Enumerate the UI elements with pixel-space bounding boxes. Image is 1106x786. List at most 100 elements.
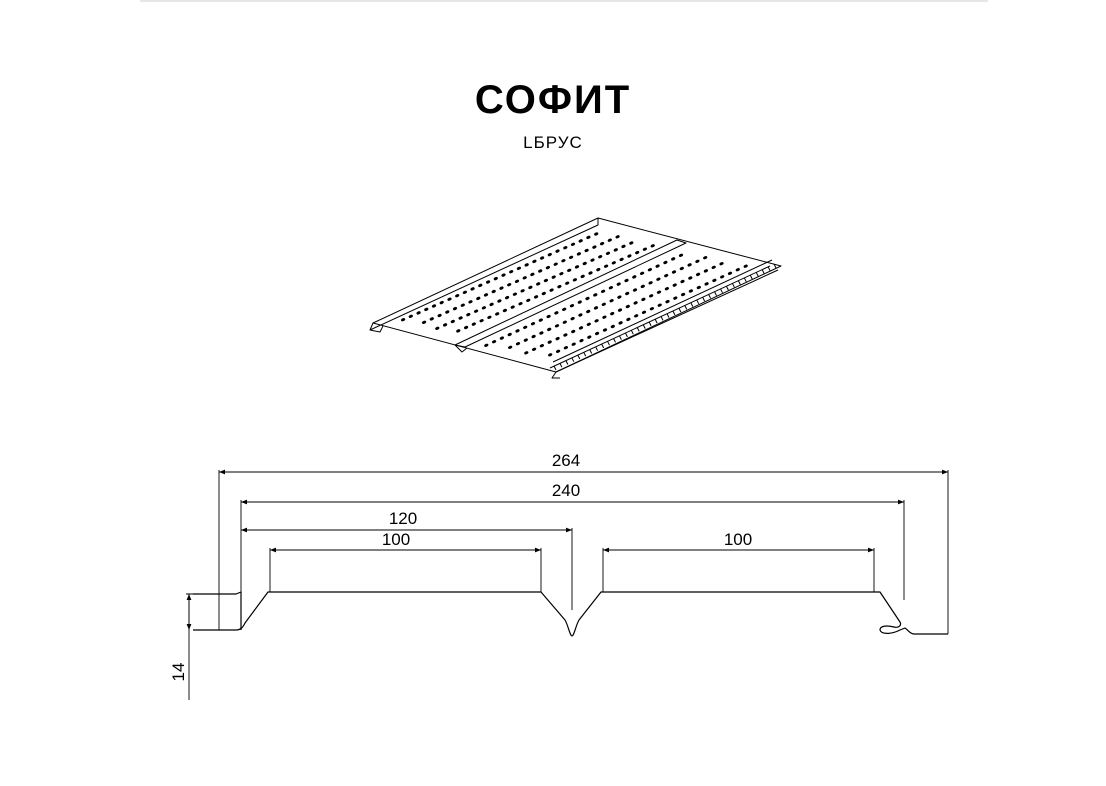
perforation-dot [617,308,623,312]
lock-strip-tick [731,283,735,288]
perforation-dot [532,259,537,264]
perforation-dot [478,283,483,288]
perforation-dot [538,318,543,322]
perforation-dot [516,266,521,270]
lock-strip-tick [702,296,706,302]
lock-strip-tick [642,324,646,329]
perforation-dot [468,300,473,304]
perforation-dot [610,311,615,316]
perforation-dot [647,268,652,272]
perforation-dot [617,295,622,299]
perforation-dot [443,323,448,327]
perforation-dot [567,268,572,272]
perforation-dot [439,300,444,305]
perforation-dot [416,311,421,315]
perforation-dot [507,283,512,287]
perforation-dot [540,256,545,260]
perforation-dot [437,313,442,318]
perforation-dot [641,310,647,314]
perforation-dot [574,265,580,269]
lock-strip-tick [601,343,605,349]
lock-strip-tick [577,354,581,360]
perforation-dot [487,315,492,319]
perforation-dot [577,300,582,304]
lock-strip-tick [589,349,593,354]
perforation-dot [696,272,701,277]
perforation-dot [563,346,568,350]
perforation-dot [486,280,491,284]
dim-label-100-right: 100 [724,530,752,549]
perforation-dot [596,267,601,272]
perforation-dot [547,327,552,332]
perforation-dot [547,340,552,344]
lock-strip-tick [672,310,676,316]
perforation-dot [613,248,618,252]
perforation-dot [711,265,716,269]
perforation-dot [656,290,662,294]
perforation-dot [569,304,575,308]
lock-strip-tick [684,305,688,310]
perforation-dot [563,333,568,337]
lock-strip-tick [654,318,658,324]
perforation-dot [619,257,624,262]
lock-strip-tick [583,351,587,357]
perforation-dot [534,295,539,299]
panel-outline [372,217,782,373]
perforation-dot [455,294,460,298]
lock-strip-tick [708,294,712,299]
perforation-dot [600,241,605,246]
profile-line [193,591,948,637]
perforation-dot [579,338,584,343]
perforation-dot [456,329,461,333]
perforation-dot [678,253,684,257]
perforation-dot [593,306,599,310]
top-rule [140,0,988,2]
perforation-dot [515,329,520,333]
perforation-dot [719,262,724,266]
lock-strip-tick [767,266,771,272]
perforation-dot [632,288,638,292]
perforation-dot [743,264,748,268]
perforation-dot [561,259,566,263]
perforation-dot [479,319,484,323]
panel-lock-ticks [553,263,777,371]
perforation-dot [648,281,653,285]
perforation-dot [586,235,591,240]
perforation-dot [523,325,528,329]
perforation-dot [625,291,630,296]
perforation-dot [655,264,660,268]
perforation-dot [447,297,452,301]
perforation-dot [735,268,740,272]
lock-strip-tick [749,274,753,280]
perforation-dot [524,351,529,355]
panel-perforations [401,232,748,357]
perforation-dot [452,306,458,311]
perforation-dot [551,275,556,279]
perforation-dot [562,320,567,324]
perforation-dot [530,272,535,277]
perforation-dot [557,284,562,289]
perforation-dot [546,314,551,319]
perforation-dot [595,331,600,336]
perforation-dot [632,275,637,279]
perforation-dot [608,286,613,290]
perforation-dot [611,261,616,265]
perforation-dot [649,294,654,298]
lock-strip-tick [607,340,610,346]
perforation-dot [657,303,662,307]
lock-strip-tick [725,285,729,291]
perforation-dot [578,313,583,317]
perforation-dot [481,306,486,310]
perforation-dot [602,328,608,332]
perforation-dot [633,301,638,305]
lock-strip-tick [553,365,557,371]
lock-strip-tick [595,346,599,351]
perforation-dot [712,278,717,283]
perforation-dot [554,324,560,328]
perforation-dot [559,272,564,276]
perforation-dot [584,248,589,253]
perforation-dot [679,266,684,271]
perforation-dot [624,278,629,283]
perforation-dot [502,308,507,313]
